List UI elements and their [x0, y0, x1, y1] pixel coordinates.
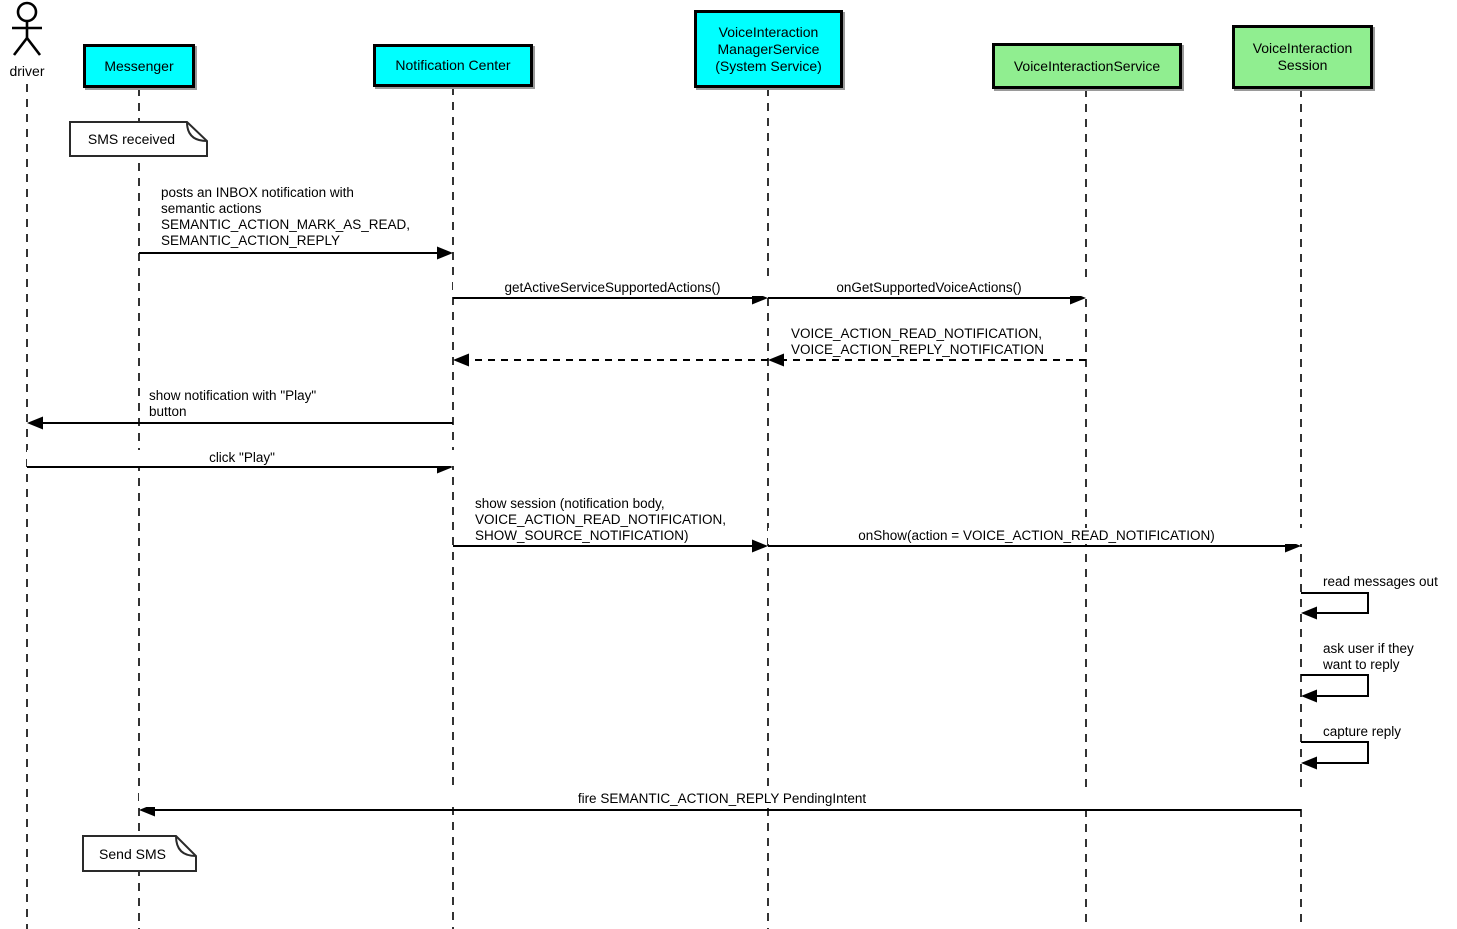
arrow-self-ask-user-reply: [1301, 674, 1369, 703]
participant-voiceinteractionservice: VoiceInteractionService: [992, 43, 1182, 89]
arrow-posts-inbox: [139, 246, 453, 260]
participant-voiceinteraction-session: VoiceInteraction Session: [1232, 25, 1373, 89]
label-show-notification: show notification with "Play" button: [147, 388, 319, 420]
label-ask-user-reply: ask user if they want to reply: [1321, 641, 1416, 673]
label-on-get-supported-voice-actions: onGetSupportedVoiceActions(): [768, 280, 1090, 296]
participant-notification-center: Notification Center: [373, 44, 533, 87]
lifelines: [26, 84, 1302, 929]
participant-voiceinteraction-managerservice: VoiceInteraction ManagerService (System …: [694, 10, 843, 88]
label-fire-reply-pending-intent: fire SEMANTIC_ACTION_REPLY PendingIntent: [139, 791, 1305, 807]
person-icon: [12, 1, 42, 56]
note-send-sms: Send SMS: [82, 835, 197, 872]
arrow-self-capture-reply: [1301, 741, 1369, 770]
note-sms-received-text: SMS received: [87, 131, 176, 147]
label-read-messages-out: read messages out: [1321, 574, 1440, 590]
note-shape: [69, 121, 208, 157]
label-voice-actions-return: VOICE_ACTION_READ_NOTIFICATION, VOICE_AC…: [789, 326, 1047, 358]
label-on-show: onShow(action = VOICE_ACTION_READ_NOTIFI…: [768, 528, 1305, 544]
arrow-self-read-messages-out: [1301, 592, 1369, 620]
label-get-active-service-supported-actions: getActiveServiceSupportedActions(): [453, 280, 772, 296]
arrow-show-session: [453, 539, 768, 553]
label-capture-reply: capture reply: [1321, 724, 1404, 740]
note-sms-received: SMS received: [69, 121, 208, 157]
arrow-voice-actions-return-1: [768, 353, 1086, 367]
arrow-voice-actions-return-2: [453, 353, 768, 367]
actor-driver-label: driver: [9, 63, 45, 79]
note-shape: [82, 835, 197, 872]
arrow-show-notification: [27, 416, 453, 430]
participant-messenger: Messenger: [83, 44, 195, 88]
label-show-session: show session (notification body, VOICE_A…: [473, 496, 729, 544]
label-posts-inbox: posts an INBOX notification with semanti…: [159, 185, 413, 249]
note-send-sms-text: Send SMS: [99, 845, 166, 862]
actor-driver: driver: [0, 0, 54, 79]
label-click-play: click "Play": [27, 450, 457, 466]
